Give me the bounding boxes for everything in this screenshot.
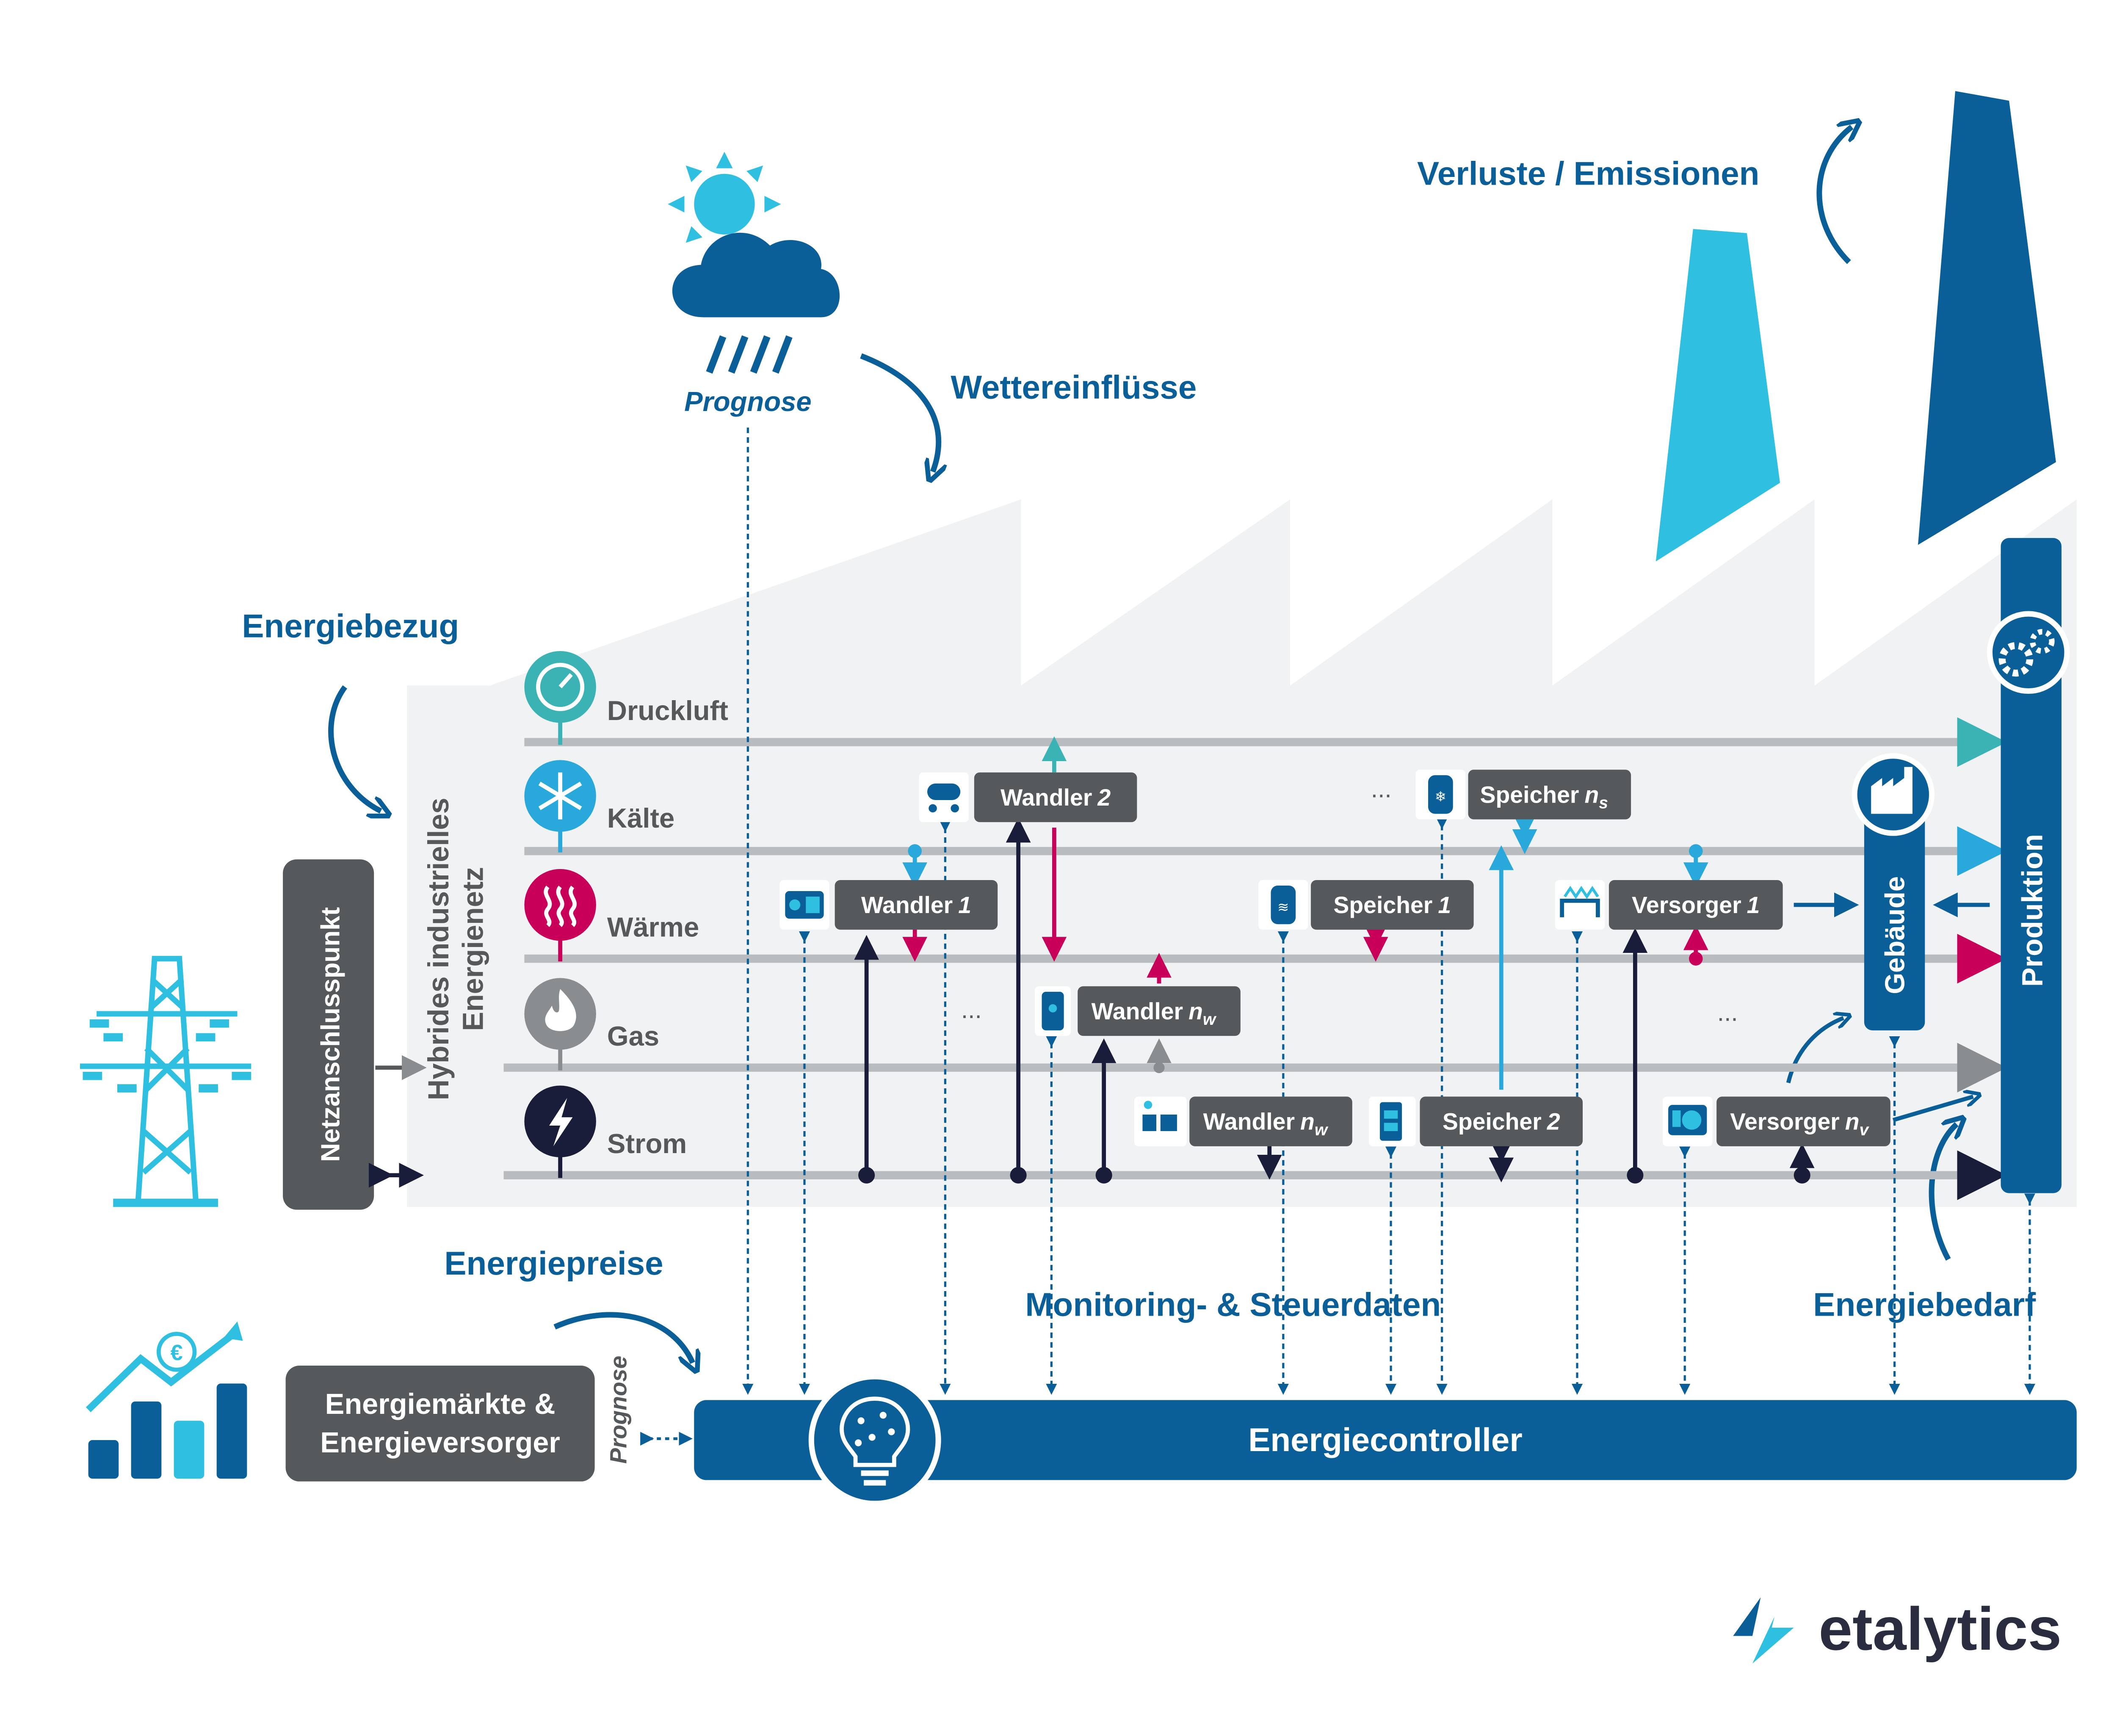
cooling-supply-icon: [1555, 880, 1605, 930]
versorger-nv-label: Versorger: [1730, 1109, 1840, 1135]
energiepreise-arrow: [553, 1312, 693, 1363]
logo-text: etalytics: [1819, 1595, 2062, 1663]
storage-tank-icon-1: ≋: [1258, 880, 1308, 930]
svg-text:≋: ≋: [1277, 900, 1289, 915]
carrier-label-strom: Strom: [607, 1128, 687, 1159]
compressor-icon: [919, 772, 969, 822]
gebaeude-bar[interactable]: [1864, 796, 1925, 1031]
carrier-label-kaelte: Kälte: [607, 803, 674, 834]
produktion-bar[interactable]: [2001, 538, 2062, 1193]
network-title-line2: Energienetz: [457, 867, 489, 1031]
carrier-label-waerme: Wärme: [607, 912, 699, 943]
etalytics-logo-icon: [1733, 1597, 1794, 1664]
energiemaerkte-box[interactable]: [285, 1365, 595, 1482]
energiebezug-arrow: [328, 685, 381, 811]
weather-forecast-label: Prognose: [684, 386, 812, 417]
market-forecast-label: Prognose: [605, 1356, 632, 1464]
wettereinfluesse-label: Wettereinflüsse: [951, 369, 1197, 406]
speicher-1-label: Speicher: [1333, 892, 1432, 918]
ventilation-icon: [1663, 1096, 1713, 1146]
heat-pump-icon: [779, 880, 829, 930]
gears-icon: [1987, 611, 2070, 694]
wandler-1-label: Wandler: [861, 892, 953, 918]
wandler-nw-strom-label: Wandler: [1203, 1109, 1295, 1135]
flow-connectors: [854, 736, 1859, 1183]
emission-arrow: [1816, 127, 1852, 264]
heat-icon: [524, 869, 596, 962]
chimney-light: [1655, 229, 1780, 562]
energiecontroller-label: Energiecontroller: [1248, 1421, 1523, 1458]
flow-junctions: [858, 844, 1810, 1184]
verluste-label: Verluste / Emissionen: [1417, 155, 1759, 192]
factory-icon: [1852, 753, 1935, 836]
storage-tank-icon-ns: ❄: [1415, 770, 1466, 820]
monitoring-label: Monitoring- & Steuerdaten: [1025, 1286, 1441, 1323]
lightning-icon: [524, 1085, 596, 1178]
wandler-nw-label: Wandler: [1092, 998, 1183, 1024]
energiecontroller-bar[interactable]: [694, 1400, 2077, 1480]
energiemaerkte-line2: Energieversorger: [320, 1426, 560, 1459]
speicher-2-label: Speicher: [1443, 1109, 1542, 1135]
weather-arrow: [860, 353, 939, 472]
lightbulb-brain-icon: [808, 1374, 941, 1507]
weather-icon: [668, 152, 840, 374]
energiebedarf-arrow: [1929, 1124, 1957, 1261]
energiepreise-label: Energiepreise: [444, 1245, 663, 1282]
netzanschluss-label: Netzanschlusspunkt: [316, 907, 345, 1162]
carrier-lines: [503, 717, 2007, 1200]
speicher-ns-label: Speicher: [1480, 781, 1579, 808]
gauge-icon: [524, 651, 596, 745]
solar-panel-icon: [1134, 1096, 1187, 1146]
carrier-label-gas: Gas: [607, 1021, 659, 1052]
versorger-to-produktion-arrow: [1892, 1097, 1973, 1122]
power-tower-icon: [80, 956, 251, 1207]
gebaeude-label: Gebäude: [1879, 876, 1910, 994]
produktion-label: Produktion: [2016, 834, 2048, 987]
network-title-line1: Hybrides industrielles: [422, 798, 455, 1100]
energiemaerkte-line1: Energiemärkte &: [325, 1388, 556, 1420]
ellipsis-1: ...: [1371, 775, 1392, 803]
ellipsis-2: ...: [961, 996, 982, 1024]
ellipsis-3: ...: [1717, 999, 1738, 1026]
netzanschluss-box[interactable]: [283, 859, 374, 1210]
energiebedarf-label: Energiebedarf: [1813, 1286, 2036, 1323]
snowflake-icon: [524, 760, 596, 853]
battery-icon: [1368, 1096, 1416, 1146]
versorger-1-label: Versorger: [1632, 892, 1741, 918]
carrier-label-druckluft: Druckluft: [607, 695, 728, 726]
svg-text:❄: ❄: [1435, 789, 1446, 804]
price-chart-icon: €: [86, 1321, 247, 1479]
energiebezug-label: Energiebezug: [242, 607, 459, 644]
boiler-icon: [1035, 986, 1071, 1036]
flame-icon: [524, 978, 596, 1071]
svg-text:€: €: [171, 1341, 183, 1365]
chimney-dark: [1918, 91, 2056, 545]
wandler-2-label: Wandler: [1000, 784, 1092, 811]
